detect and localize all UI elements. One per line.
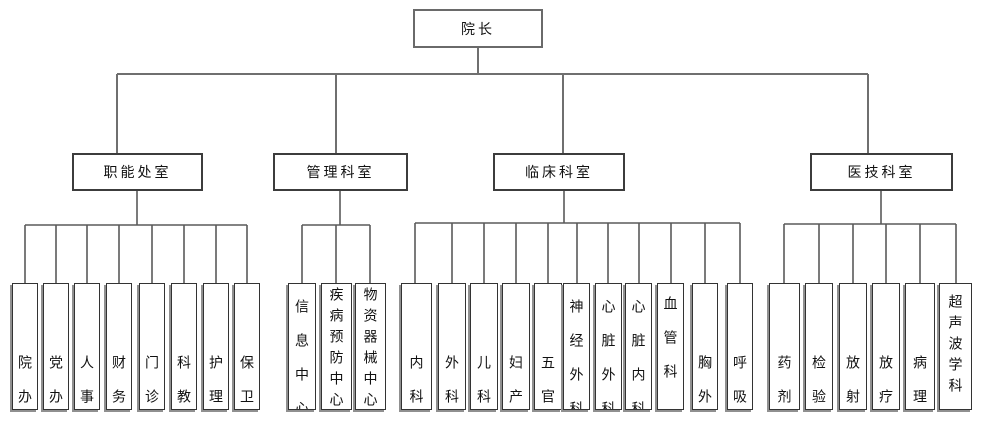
dept-node: 妇产 <box>502 283 530 410</box>
dept-node: 血管科 <box>657 283 684 410</box>
dept-node: 财务 <box>106 283 132 410</box>
dept-label: 放疗 <box>878 355 894 410</box>
dept-label: 外科 <box>444 355 460 410</box>
dept-node: 放射 <box>839 283 867 410</box>
dept-label: 党办 <box>48 355 64 410</box>
dept-label: 财务 <box>111 355 127 410</box>
branch-clinical-depts: 临床科室 <box>493 153 625 191</box>
dept-node: 药剂 <box>769 283 800 410</box>
dept-label: 药剂 <box>776 355 793 410</box>
root-label: 院长 <box>461 20 495 37</box>
dept-node: 五官 <box>534 283 562 410</box>
dept-node: 门诊 <box>139 283 165 410</box>
branch-medical-tech-depts: 医技科室 <box>810 153 953 191</box>
branch-label: 临床科室 <box>525 164 593 180</box>
dept-label: 儿科 <box>476 355 492 410</box>
dept-label: 心脏外科 <box>600 299 617 410</box>
branch-label: 职能处室 <box>103 164 172 180</box>
dept-label: 检验 <box>811 355 827 410</box>
dept-node: 科教 <box>171 283 197 410</box>
branch-label: 医技科室 <box>847 164 916 180</box>
dept-node: 神经外科 <box>563 283 590 410</box>
dept-node: 心脏外科 <box>595 283 622 410</box>
dept-node: 检验 <box>805 283 833 410</box>
dept-label: 放射 <box>845 355 861 410</box>
dept-node: 儿科 <box>470 283 498 410</box>
dept-label: 物资器械中心 <box>362 287 379 410</box>
dept-label: 门诊 <box>144 355 160 410</box>
dept-label: 呼吸 <box>732 355 748 410</box>
dept-label: 超声波学科 <box>947 294 964 399</box>
dept-node: 心脏内科 <box>625 283 652 410</box>
dept-label: 疾病预防中心 <box>328 287 345 410</box>
dept-node: 呼吸 <box>727 283 753 410</box>
dept-label: 心脏内科 <box>630 299 647 410</box>
dept-label: 护理 <box>208 355 224 410</box>
dept-node: 病理 <box>905 283 935 410</box>
branch-management-depts: 管理科室 <box>273 153 408 191</box>
dept-label: 病理 <box>912 355 928 410</box>
dept-label: 血管科 <box>662 295 679 398</box>
dept-label: 五官 <box>540 355 556 410</box>
dept-node: 保卫 <box>234 283 260 410</box>
dept-node: 院办 <box>12 283 38 410</box>
dept-label: 人事 <box>79 355 95 410</box>
dept-node: 信息中心 <box>288 283 316 410</box>
dept-label: 保卫 <box>239 355 255 410</box>
dept-label: 内科 <box>408 355 425 410</box>
dept-node: 胸外 <box>692 283 718 410</box>
dept-node: 物资器械中心 <box>355 283 386 410</box>
branch-label: 管理科室 <box>306 164 375 180</box>
dept-node: 放疗 <box>872 283 900 410</box>
dept-node: 人事 <box>74 283 100 410</box>
dept-node: 护理 <box>203 283 229 410</box>
dept-label: 神经外科 <box>568 299 585 410</box>
dept-node: 党办 <box>43 283 69 410</box>
root-node-director: 院长 <box>413 9 543 48</box>
dept-label: 信息中心 <box>294 299 310 410</box>
dept-label: 科教 <box>176 355 192 410</box>
dept-label: 胸外 <box>697 355 713 410</box>
branch-functional-offices: 职能处室 <box>72 153 203 191</box>
dept-node: 疾病预防中心 <box>321 283 352 410</box>
dept-label: 妇产 <box>508 355 524 410</box>
dept-node: 外科 <box>438 283 466 410</box>
dept-node: 内科 <box>401 283 432 410</box>
dept-node: 超声波学科 <box>939 283 972 410</box>
dept-label: 院办 <box>17 355 33 410</box>
